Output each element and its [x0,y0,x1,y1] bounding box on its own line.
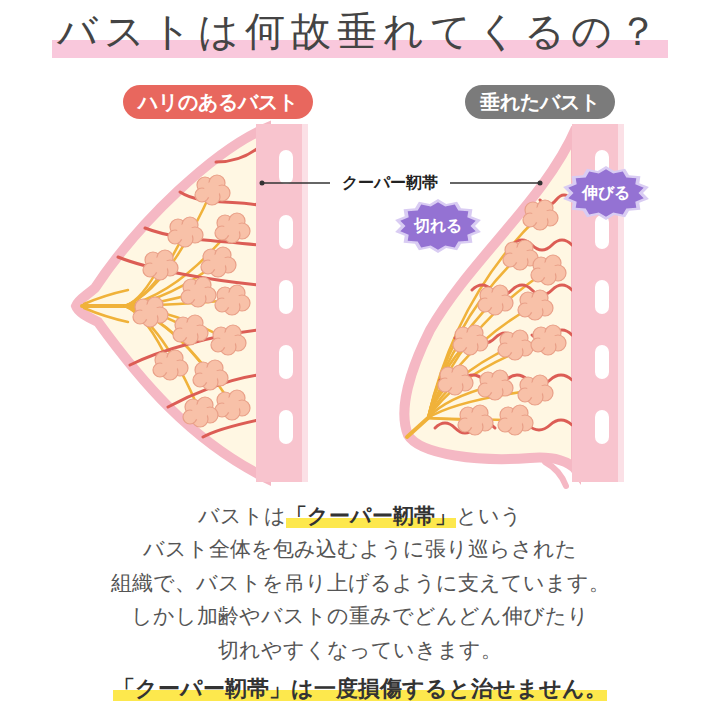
body-crease [545,462,566,486]
body-text: バスト全体を包み込むように張り巡らされた [143,537,577,561]
lobule [531,325,566,355]
leader-dot [538,181,543,186]
lobule [201,247,236,277]
highlighted-text: 「クーパー靭帯」は一度損傷すると治せません。 [113,676,607,701]
pill-label: 垂れたバスト [465,85,615,119]
text-line: バストは「クーパー靭帯」という [0,501,720,531]
pill-label: ハリのあるバスト [123,85,313,119]
node-text: 垂れたバスト [480,90,600,114]
lobule [215,285,250,315]
lobule [153,350,188,380]
lobule [195,175,230,205]
lobule [498,405,533,435]
text-line: しかし加齢やバストの重みでどんどん伸びたり [0,601,720,631]
lobule [478,285,513,315]
cooper-ligaments [118,148,258,437]
starburst-fill [568,169,643,217]
title: バストは何故垂れてくるの？ [0,6,720,56]
lobules [133,175,250,427]
node-text: ハリのあるバスト [138,90,298,114]
lobule [143,250,178,280]
starburst-callout: 切れる [394,199,482,253]
lobule [458,405,493,435]
lobule [438,365,473,395]
breast-outline [76,128,266,478]
leader-line [262,182,330,183]
lobule [193,360,228,390]
starburst-callout: 伸びる [562,166,650,220]
lobule [215,390,250,420]
starburst-rim [563,166,649,220]
lobule [518,290,553,320]
ribs [279,150,293,444]
lobule [211,325,246,355]
body-text: バストは [198,504,286,528]
lobule [181,277,216,307]
lobule [498,330,533,360]
text-line: バスト全体を包み込むように張り巡らされた [0,534,720,564]
lobule [215,213,250,243]
lobule [453,325,488,355]
body-text: 切れやすくなっていきます。 [218,638,502,662]
milk-ducts [82,190,232,412]
lobule [518,375,553,405]
starburst-fill [400,202,475,250]
lobule [183,397,218,427]
body-text: 組織で、バストを吊り上げるように支えています。 [111,571,610,595]
highlighted-text: 「クーパー靭帯」 [286,504,456,528]
body-text: しかし加齢やバストの重みでどんどん伸びたり [131,604,589,628]
node-text: 切れる [414,216,462,235]
leader-dot [260,181,265,186]
starburst-rim [395,199,481,253]
node-text: 伸びる [582,183,630,202]
chest-wall [256,124,302,482]
part-label: クーパー靭帯 [342,171,438,195]
lobule [478,370,513,400]
lobule [133,297,168,327]
leader-line [450,182,540,183]
text-line: 「クーパー靭帯」は一度損傷すると治せません。 [0,674,720,704]
text-line: 切れやすくなっていきます。 [0,635,720,665]
lobule [173,315,208,345]
lobule [531,255,566,285]
lobule [523,200,558,230]
text-line: 組織で、バストを吊り上げるように支えています。 [0,568,720,598]
chest-wall [302,124,308,482]
lobule [168,217,203,247]
body-text: という [456,504,522,528]
